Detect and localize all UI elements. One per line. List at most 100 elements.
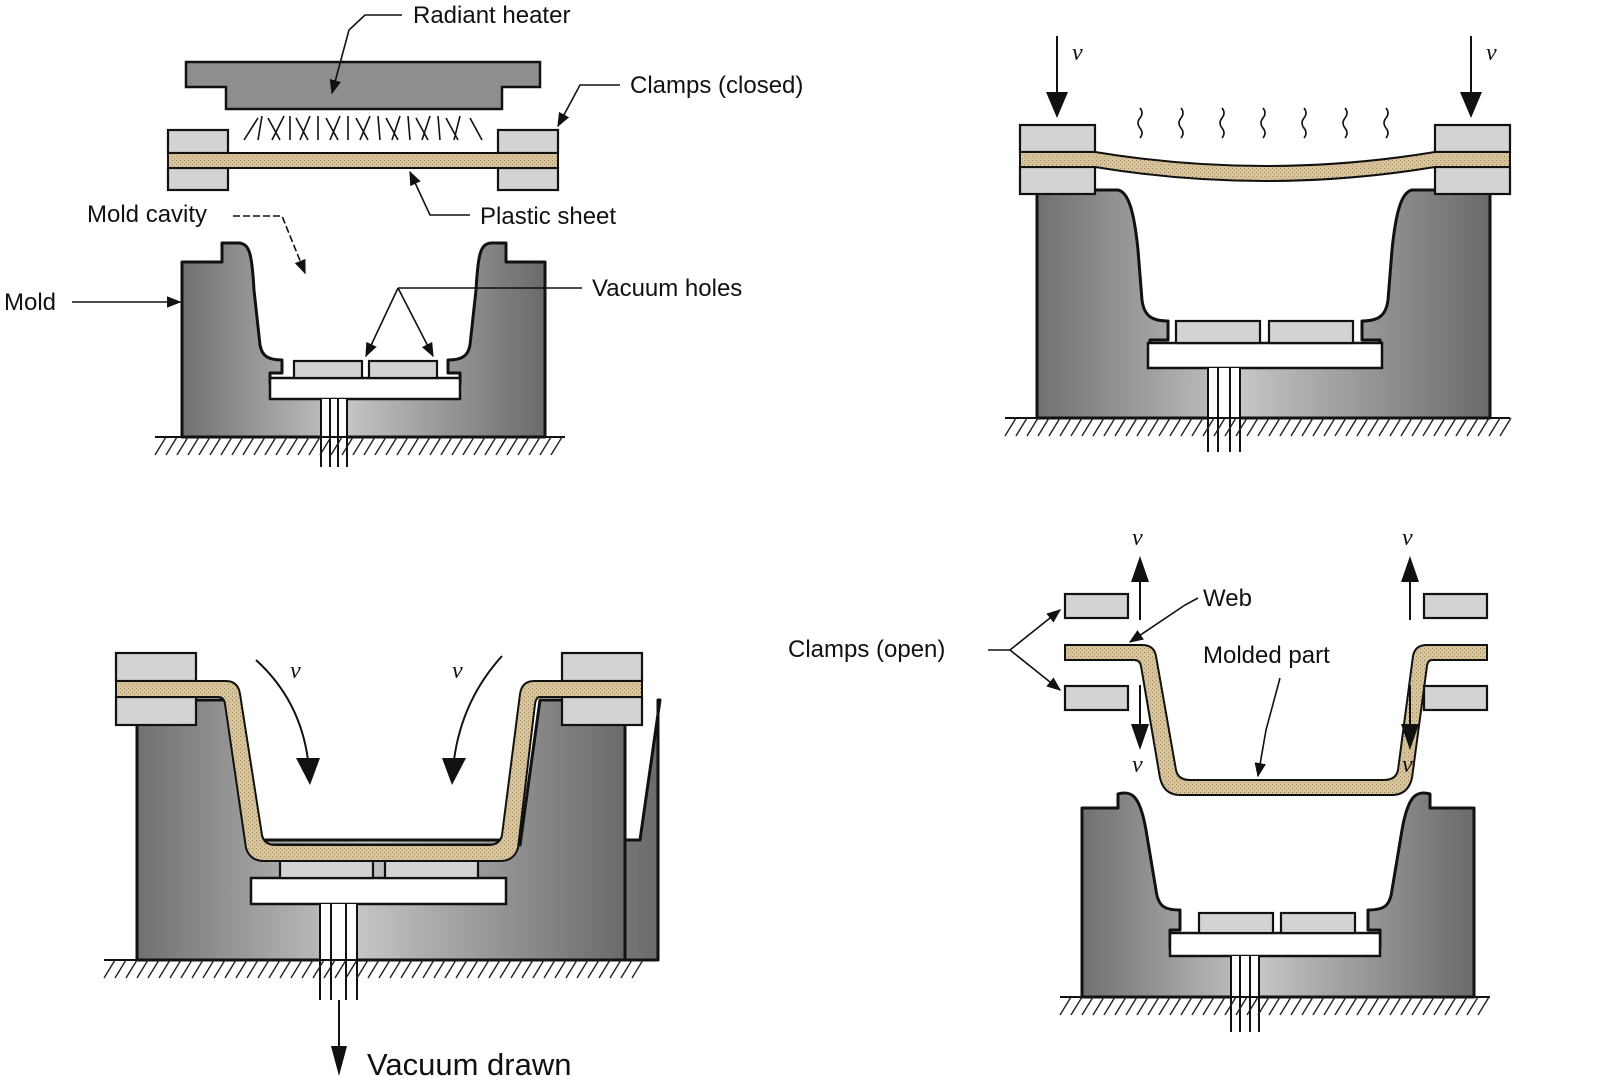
hatch-line xyxy=(1202,417,1215,437)
hatch-line xyxy=(1015,417,1028,437)
plastic-sheet xyxy=(167,152,559,169)
hatch-line xyxy=(176,436,189,456)
hatch-line xyxy=(1191,417,1204,437)
hatch-line xyxy=(1136,417,1149,437)
hatch-line xyxy=(429,436,442,456)
clamp-left-bottom xyxy=(1063,684,1130,712)
hatch-line xyxy=(422,959,435,979)
hatch-line xyxy=(521,959,534,979)
hatch-line xyxy=(433,959,446,979)
hatch-line xyxy=(341,436,354,456)
hatch-line xyxy=(154,436,167,456)
clamp-right-top xyxy=(1433,123,1512,154)
hatch-line xyxy=(565,959,578,979)
ground-hatch xyxy=(154,436,565,456)
label-mold: Mold xyxy=(4,289,56,316)
hatch-line xyxy=(1224,417,1237,437)
hatch-line xyxy=(158,959,171,979)
hatch-line xyxy=(418,436,431,456)
hatch-line xyxy=(220,436,233,456)
clamp-right-top xyxy=(496,128,560,155)
hatch-line xyxy=(1367,417,1380,437)
label-velocity: v xyxy=(1072,40,1083,66)
hatch-line xyxy=(587,959,600,979)
hatch-line xyxy=(1147,417,1160,437)
hatch-line xyxy=(345,959,358,979)
hatch-line xyxy=(1290,417,1303,437)
hatch-line xyxy=(1004,417,1017,437)
label-plastic-sheet: Plastic sheet xyxy=(480,203,616,230)
clamp-right-bottom xyxy=(560,695,644,727)
hatch-line xyxy=(301,959,314,979)
hatch-line xyxy=(1400,417,1413,437)
hatch-line xyxy=(253,436,266,456)
heat-waves xyxy=(1137,107,1389,139)
clamp-right-bottom xyxy=(496,166,560,192)
hatch-line xyxy=(1301,417,1314,437)
hatch-line xyxy=(257,959,270,979)
hatch-line xyxy=(1059,417,1072,437)
label-mold-cavity: Mold cavity xyxy=(87,201,207,228)
hatch-line xyxy=(1356,417,1369,437)
label-web: Web xyxy=(1203,585,1252,612)
vacuum-plate xyxy=(1168,931,1382,958)
hatch-line xyxy=(1422,996,1435,1016)
hatch-line xyxy=(1290,996,1303,1016)
hatch-line xyxy=(1092,417,1105,437)
mold xyxy=(1080,791,1476,999)
hatch-line xyxy=(462,436,475,456)
hatch-line xyxy=(488,959,501,979)
hatch-line xyxy=(1345,996,1358,1016)
hatch-line xyxy=(1103,417,1116,437)
hatch-line xyxy=(1400,996,1413,1016)
hatch-line xyxy=(235,959,248,979)
hatch-line xyxy=(312,959,325,979)
hatch-line xyxy=(1334,996,1347,1016)
hatch-line xyxy=(1268,417,1281,437)
hatch-line xyxy=(323,959,336,979)
label-vacuum-drawn: Vacuum drawn xyxy=(367,1047,571,1082)
vacuum-hole-right xyxy=(1279,911,1357,935)
hatch-line xyxy=(1356,996,1369,1016)
panel-heating: Radiant heater Clamps (closed) Plastic s… xyxy=(4,2,803,467)
clamp-left-bottom xyxy=(166,166,230,192)
hatch-line xyxy=(1202,996,1215,1016)
hatch-line xyxy=(290,959,303,979)
hatch-line xyxy=(1125,996,1138,1016)
hatch-line xyxy=(528,436,541,456)
label-clamps-closed: Clamps (closed) xyxy=(630,72,803,99)
hatch-line xyxy=(286,436,299,456)
hatch-line xyxy=(550,436,563,456)
hatch-line xyxy=(363,436,376,456)
hatch-line xyxy=(1444,417,1457,437)
hatch-line xyxy=(407,436,420,456)
vacuum-plate xyxy=(1146,341,1384,370)
hatch-line xyxy=(440,436,453,456)
hatch-line xyxy=(367,959,380,979)
heat-rays xyxy=(243,115,483,141)
hatch-line xyxy=(1213,417,1226,437)
hatch-line xyxy=(275,436,288,456)
hatch-line xyxy=(1070,996,1083,1016)
clamp-left-top xyxy=(1063,592,1130,620)
vacuum-hole-left xyxy=(1197,911,1275,935)
hatch-line xyxy=(1378,996,1391,1016)
label-vacuum-holes: Vacuum holes xyxy=(592,275,742,302)
hatch-line xyxy=(1125,417,1138,437)
vacuum-hole-right xyxy=(1267,319,1355,345)
hatch-line xyxy=(532,959,545,979)
hatch-line xyxy=(451,436,464,456)
hatch-line xyxy=(444,959,457,979)
label-velocity: v xyxy=(1486,40,1497,66)
hatch-line xyxy=(543,959,556,979)
hatch-line xyxy=(242,436,255,456)
hatch-line xyxy=(1301,996,1314,1016)
vacuum-plate xyxy=(268,376,462,401)
hatch-line xyxy=(1092,996,1105,1016)
label-velocity: v xyxy=(1402,525,1413,551)
hatch-line xyxy=(1147,996,1160,1016)
hatch-line xyxy=(319,436,332,456)
hatch-line xyxy=(506,436,519,456)
label-molded-part: Molded part xyxy=(1203,642,1330,669)
panel-vacuum-drawn: v v Vacuum drawn xyxy=(103,651,662,1082)
